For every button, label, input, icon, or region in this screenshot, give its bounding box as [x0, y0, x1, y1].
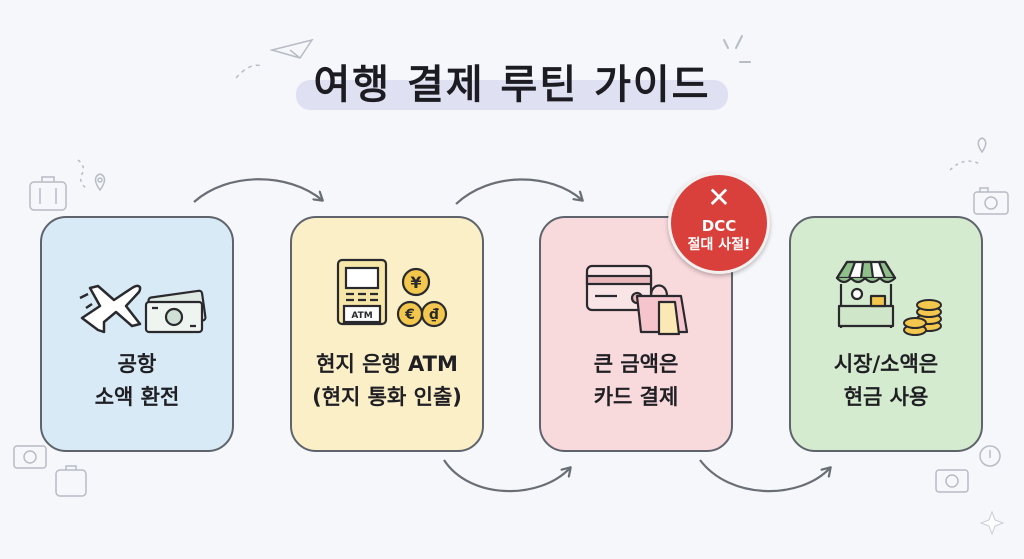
- dong-coin-icon: ₫: [420, 300, 448, 328]
- title-highlight: [296, 80, 728, 110]
- location-pin-doodle-icon: [77, 159, 106, 192]
- credit-card-icon: [585, 264, 653, 312]
- sparkle-star-icon: [979, 510, 1005, 536]
- airplane-and-cash-icon: [79, 284, 207, 334]
- step-card-local-atm: ATM ¥ € ₫ 현지 은행 ATM (현지 통화 인출): [290, 216, 484, 452]
- step-label-line2: (현지 통화 인출): [312, 385, 462, 409]
- airplane-icon: [79, 284, 142, 334]
- arrow-step2-to-step3-upper: [455, 178, 582, 205]
- step-label: 시장/소액은 현금 사용: [791, 348, 981, 414]
- card-and-shopping-bag-icon: [585, 264, 689, 336]
- step-label: 공항 소액 환전: [42, 348, 232, 414]
- step-label: 현지 은행 ATM (현지 통화 인출): [292, 348, 482, 414]
- step-label-line1: 공항: [117, 352, 157, 376]
- atm-screen-text: ATM: [351, 311, 372, 321]
- arrow-step3-to-step4: [699, 459, 830, 493]
- euro-symbol: €: [404, 307, 415, 323]
- arrow-step2-to-step3-lower: [443, 459, 570, 493]
- market-stall-and-coins-icon: [835, 260, 942, 336]
- location-pin-doodle-icon: [977, 137, 987, 154]
- yen-symbol: ¥: [410, 273, 421, 292]
- step-card-airport-exchange: 공항 소액 환전: [40, 216, 234, 452]
- step-label-line2: 소액 환전: [94, 385, 180, 409]
- dong-symbol: ₫: [429, 307, 439, 323]
- euro-coin-icon: €: [396, 300, 424, 328]
- step-label-line1: 현지 은행 ATM: [316, 352, 458, 376]
- suitcase-doodle-icon: [29, 176, 67, 211]
- location-pin-doodle-icon: [979, 445, 1001, 467]
- step-label-line1: 시장/소액은: [833, 352, 939, 376]
- badge-line1: DCC: [701, 217, 737, 235]
- atm-machine-icon: ATM: [336, 258, 388, 326]
- coin-stack-icon: [903, 299, 942, 336]
- page-title: 여행 결제 루틴 가이드: [313, 62, 711, 108]
- yen-coin-icon: ¥: [401, 267, 431, 297]
- camera-doodle-icon: [935, 469, 969, 493]
- step-label-line2: 카드 결제: [593, 385, 679, 409]
- step-label: 큰 금액은 카드 결제: [541, 348, 731, 414]
- step-label-line1: 큰 금액은: [593, 352, 679, 376]
- sparkle-lines-icon: [723, 35, 751, 63]
- step-card-market-cash: 시장/소액은 현금 사용: [789, 216, 983, 452]
- camera-doodle-icon: [949, 160, 1009, 215]
- step-label-line2: 현금 사용: [843, 385, 929, 409]
- badge-line2: 절대 사절!: [687, 237, 751, 253]
- close-x-icon: ✕: [707, 181, 731, 214]
- cash-icon: [144, 289, 207, 334]
- atm-and-currency-icon: ATM ¥ € ₫: [336, 258, 448, 328]
- camera-doodle-icon: [13, 445, 47, 469]
- suitcase-doodle-icon: [55, 465, 87, 497]
- dcc-warning-badge: ✕ DCC 절대 사절!: [668, 172, 770, 274]
- arrow-step1-to-step2: [193, 178, 322, 203]
- market-stall-icon: [835, 260, 897, 328]
- step-card-card-payment: 큰 금액은 카드 결제: [539, 216, 733, 452]
- shopping-bag-icon: [635, 284, 689, 336]
- paper-plane-doodle-icon: [235, 38, 314, 79]
